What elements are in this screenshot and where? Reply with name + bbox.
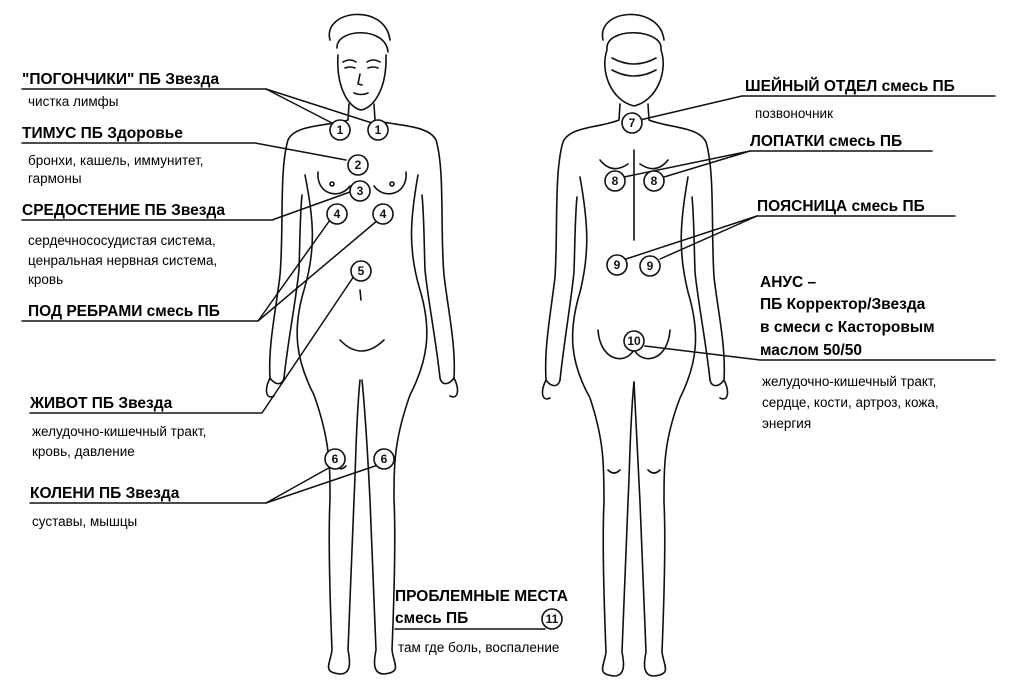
- marker-5-6: 5: [350, 260, 372, 282]
- marker-circle: [324, 448, 346, 470]
- label-6-desc-line-1: суставы, мышцы: [32, 514, 137, 529]
- label-10-title-line-4: маслом 50/50: [760, 342, 862, 359]
- marker-circle: [643, 170, 665, 192]
- marker-4-4: 4: [326, 203, 348, 225]
- marker-circle: [621, 112, 643, 134]
- label-10-desc-line-1: желудочно-кишечный тракт,: [762, 374, 936, 389]
- label-10-title-line-1: АНУС –: [760, 274, 817, 291]
- leader-lines: [21, 88, 996, 630]
- marker-9-12: 9: [606, 254, 628, 276]
- marker-number: 10: [627, 334, 641, 348]
- label-5-title: ЖИВОТ ПБ Звезда: [29, 395, 173, 412]
- label-11-title-line-2: смесь ПБ: [395, 610, 468, 627]
- marker-circle: [372, 203, 394, 225]
- label-11-title-line-1: ПРОБЛЕМНЫЕ МЕСТА: [395, 588, 568, 605]
- label-3-desc-line-1: сердечнососудистая система,: [28, 233, 216, 248]
- label-3-desc-line-3: кровь: [28, 272, 63, 287]
- label-2-desc-line-2: гармоны: [28, 171, 82, 186]
- marker-circle: [329, 119, 351, 141]
- label-9-title: ПОЯСНИЦА смесь ПБ: [757, 198, 925, 215]
- marker-circle: [604, 170, 626, 192]
- marker-number: 4: [334, 207, 341, 221]
- label-5-desc-line-1: желудочно-кишечный тракт,: [32, 424, 206, 439]
- marker-number: 9: [647, 259, 654, 273]
- label-2-title: ТИМУС ПБ Здоровье: [22, 125, 183, 142]
- marker-number: 9: [614, 258, 621, 272]
- marker-circle: [639, 255, 661, 277]
- marker-number: 4: [380, 207, 387, 221]
- marker-3-3: 3: [349, 180, 371, 202]
- marker-8-11: 8: [643, 170, 665, 192]
- marker-number: 8: [612, 174, 619, 188]
- marker-circle: [541, 608, 563, 630]
- marker-number: 3: [357, 184, 364, 198]
- label-1-title: "ПОГОНЧИКИ" ПБ Звезда: [22, 71, 219, 88]
- label-8-title: ЛОПАТКИ смесь ПБ: [750, 133, 902, 150]
- marker-number: 11: [546, 612, 559, 626]
- label-2-desc-line-1: бронхи, кашель, иммунитет,: [28, 153, 204, 168]
- marker-number: 2: [355, 158, 362, 172]
- front-body-figure: [265, 13, 459, 675]
- marker-circle: [350, 260, 372, 282]
- label-7-desc-line-1: позвоночник: [755, 106, 833, 121]
- marker-6-8: 6: [373, 448, 395, 470]
- marker-circle: [347, 154, 369, 176]
- labels: "ПОГОНЧИКИ" ПБ Звезда чистка лимфы ТИМУС…: [22, 71, 955, 655]
- label-7-title: ШЕЙНЫЙ ОТДЕЛ смесь ПБ: [745, 77, 955, 95]
- marker-circle: [623, 330, 645, 352]
- label-3-desc-line-2: ценральная нервная система,: [28, 253, 217, 268]
- marker-6-7: 6: [324, 448, 346, 470]
- marker-number: 8: [651, 174, 658, 188]
- label-10-title-line-2: ПБ Корректор/Звезда: [760, 296, 926, 313]
- marker-circle: [367, 119, 389, 141]
- marker-number: 6: [381, 452, 388, 466]
- label-1-desc-line-1: чистка лимфы: [28, 94, 118, 109]
- marker-1-0: 1: [329, 119, 351, 141]
- label-5-desc-line-2: кровь, давление: [32, 444, 135, 459]
- label-3-title: СРЕДОСТЕНИЕ ПБ Звезда: [22, 202, 225, 219]
- marker-number: 1: [375, 123, 382, 137]
- marker-circle: [606, 254, 628, 276]
- marker-7-9: 7: [621, 112, 643, 134]
- label-10-desc-line-3: энергия: [762, 416, 811, 431]
- label-6-title: КОЛЕНИ ПБ Звезда: [30, 485, 180, 502]
- marker-9-13: 9: [639, 255, 661, 277]
- label-11-desc-line-1: там где боль, воспаление: [398, 640, 559, 655]
- label-10-title-line-3: в смеси с Касторовым: [760, 319, 935, 336]
- marker-circle: [326, 203, 348, 225]
- marker-number: 6: [332, 452, 339, 466]
- marker-8-10: 8: [604, 170, 626, 192]
- marker-number: 5: [358, 264, 365, 278]
- marker-number: 1: [337, 123, 344, 137]
- marker-4-5: 4: [372, 203, 394, 225]
- label-10-desc-line-2: сердце, кости, артроз, кожа,: [762, 395, 939, 410]
- marker-number: 7: [629, 116, 636, 130]
- label-4-title: ПОД РЕБРАМИ смесь ПБ: [28, 303, 220, 320]
- marker-1-1: 1: [367, 119, 389, 141]
- marker-circle: [373, 448, 395, 470]
- marker-10-14: 10: [623, 330, 645, 352]
- marker-circle: [349, 180, 371, 202]
- marker-2-2: 2: [347, 154, 369, 176]
- marker-11-15: 11: [541, 608, 563, 630]
